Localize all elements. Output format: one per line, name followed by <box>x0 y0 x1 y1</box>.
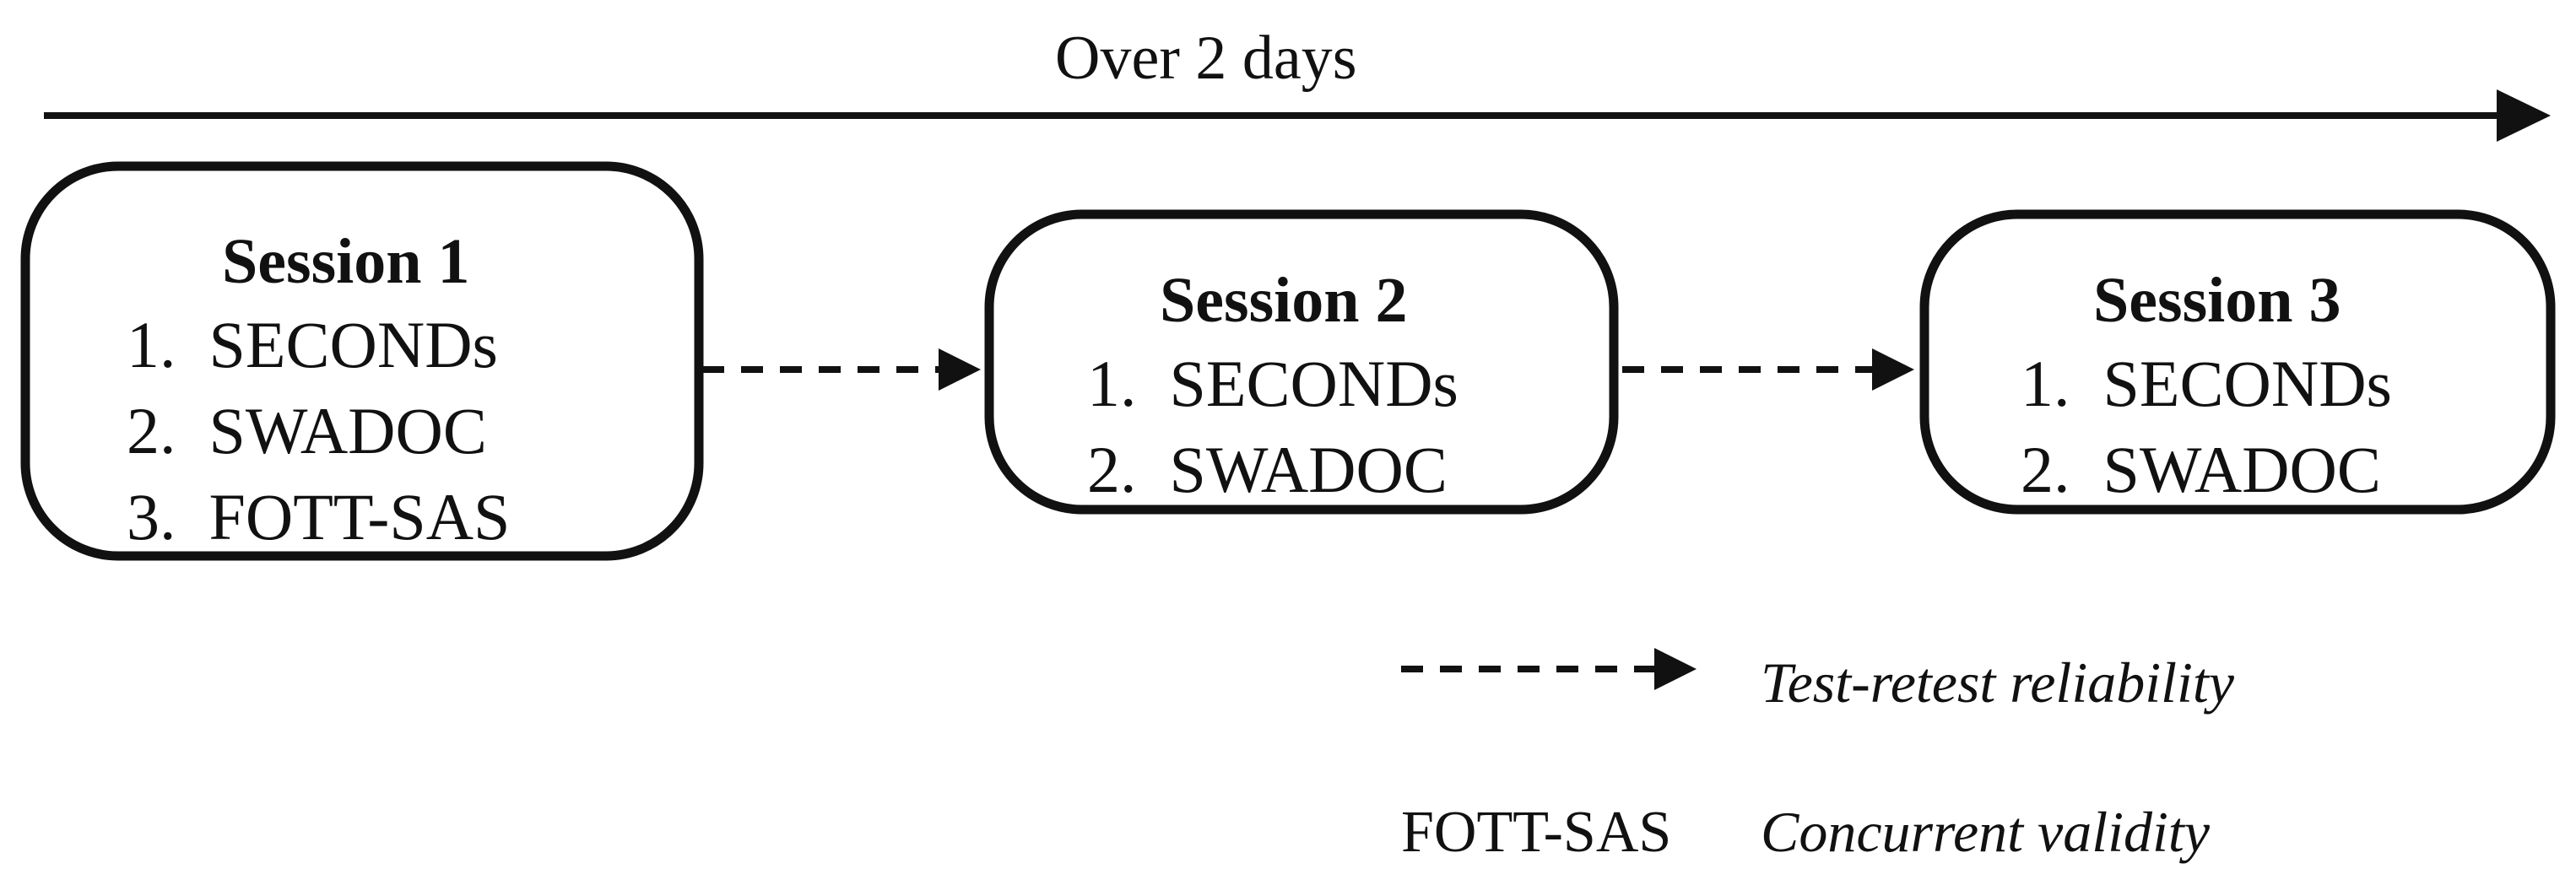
legend-concurrent-validity-label: Concurrent validity <box>1761 800 2210 864</box>
session-3-title: Session 3 <box>2093 265 2341 336</box>
timeline-label: Over 2 days <box>1055 24 1357 93</box>
timeline-arrowhead <box>2497 89 2551 142</box>
session-1-box <box>20 161 704 561</box>
session-3-box <box>1919 209 2556 515</box>
session-1-item-3: 3. FOTT-SAS <box>127 480 511 553</box>
session-3-item-2: 2. SWADOC <box>2021 433 2381 506</box>
legend-dashed-arrow-head <box>1654 648 1697 690</box>
session-1-item-1: 1. SECONDs <box>127 308 498 381</box>
dashed-arrow-1-2-head <box>939 348 981 391</box>
legend-test-retest-label: Test-retest reliability <box>1761 650 2234 715</box>
session-1-item-2: 2. SWADOC <box>127 394 487 467</box>
dashed-arrow-2-3-head <box>1872 348 1914 391</box>
session-2-item-1: 1. SECONDs <box>1087 347 1458 420</box>
session-2-item-2: 2. SWADOC <box>1087 433 1448 506</box>
legend-fott-key: FOTT-SAS <box>1401 800 1672 865</box>
session-3-item-1: 1. SECONDs <box>2021 347 2392 420</box>
session-2-box <box>984 209 1619 515</box>
session-2-title: Session 2 <box>1160 265 1408 336</box>
session-1-title: Session 1 <box>222 226 470 297</box>
